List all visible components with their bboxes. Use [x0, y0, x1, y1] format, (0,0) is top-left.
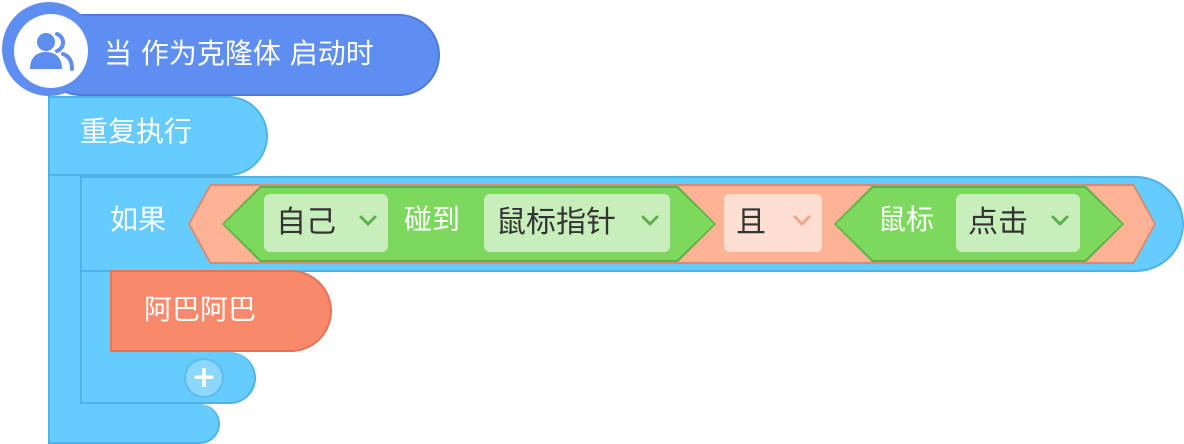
operator-dropdown-value: 且	[736, 205, 766, 240]
chevron-down-icon	[641, 215, 659, 226]
operator-dropdown[interactable]: 且	[724, 194, 822, 252]
mouse-action-dropdown-value: 点击	[968, 205, 1028, 240]
if-block-foot	[80, 352, 256, 404]
touching-label: 碰到	[404, 203, 461, 236]
when-start-as-clone-block[interactable]: 当 作为克隆体 启动时	[0, 0, 442, 100]
if-block-label: 如果	[110, 203, 167, 236]
mouse-label: 鼠标	[878, 203, 935, 236]
action-block[interactable]	[110, 270, 332, 352]
sprite-dropdown[interactable]: 自己	[264, 194, 388, 252]
add-branch-button[interactable]: +	[184, 358, 224, 398]
chevron-down-icon	[1051, 215, 1069, 226]
hat-icon-ring	[2, 2, 96, 96]
touch-object-dropdown-value: 鼠标指针	[496, 205, 616, 240]
hat-block-label: 当 作为克隆体 启动时	[104, 37, 374, 70]
forever-block[interactable]	[48, 96, 268, 176]
sprite-dropdown-value: 自己	[276, 205, 336, 240]
touch-object-dropdown[interactable]: 鼠标指针	[484, 194, 670, 252]
action-block-label: 阿巴阿巴	[144, 293, 257, 326]
chevron-down-icon	[359, 215, 377, 226]
hat-block-body	[40, 14, 440, 96]
chevron-down-icon	[793, 215, 811, 226]
users-icon	[14, 14, 88, 88]
forever-block-foot	[48, 404, 220, 444]
mouse-action-dropdown[interactable]: 点击	[956, 194, 1080, 252]
forever-block-label: 重复执行	[80, 115, 193, 148]
